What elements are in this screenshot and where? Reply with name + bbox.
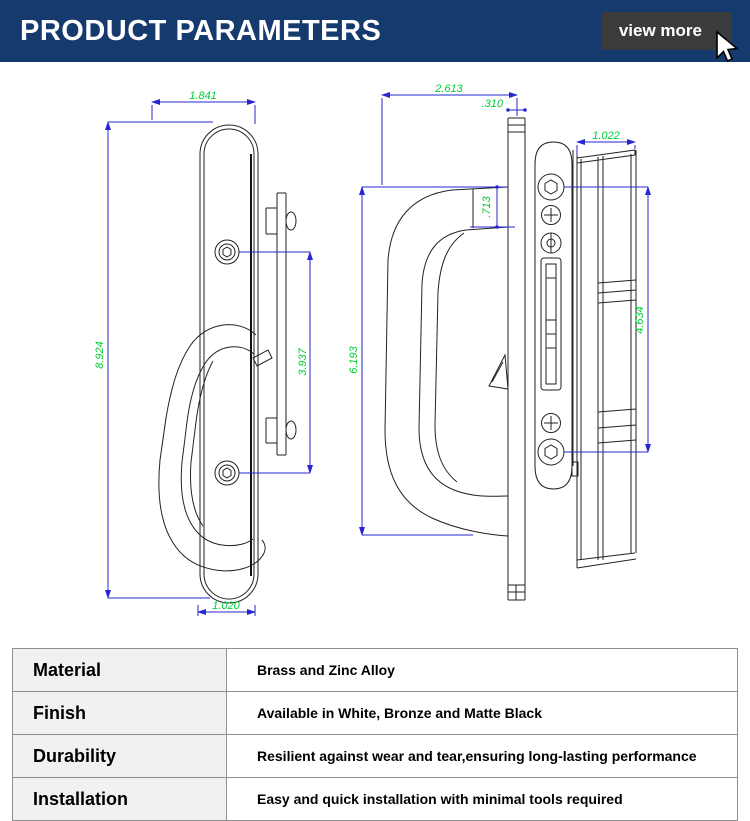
spec-table: Material Brass and Zinc Alloy Finish Ava… — [12, 648, 738, 821]
spec-label: Durability — [12, 734, 227, 778]
spec-label: Material — [12, 648, 227, 692]
dim-profile-top-width: 2.613 — [434, 83, 463, 95]
spec-value: Easy and quick installation with minimal… — [226, 777, 738, 821]
dim-handle-top-width: 1.841 — [189, 90, 217, 102]
technical-drawing: 1.841 8.924 3.937 1.020 — [94, 83, 651, 616]
spec-value: Brass and Zinc Alloy — [226, 648, 738, 692]
spec-label: Finish — [12, 691, 227, 735]
dim-arm-thickness: .713 — [481, 195, 493, 217]
dim-profile-height: 6.193 — [348, 345, 360, 373]
table-row: Material Brass and Zinc Alloy — [12, 648, 738, 692]
page-title: PRODUCT PARAMETERS — [20, 14, 382, 47]
header: PRODUCT PARAMETERS view more — [0, 0, 750, 63]
spec-value: Available in White, Bronze and Matte Bla… — [226, 691, 738, 735]
cursor-icon — [716, 30, 739, 63]
table-row: Installation Easy and quick installation… — [12, 777, 738, 821]
spec-value: Resilient against wear and tear,ensuring… — [226, 734, 738, 778]
dim-keeper-top-width: 1.022 — [592, 130, 620, 142]
dim-handle-height: 8.924 — [94, 341, 106, 369]
dim-keeper-screw-spacing: 4.634 — [634, 306, 646, 334]
dim-stile-thickness: .310 — [482, 98, 504, 110]
dim-handle-screw-spacing: 3.937 — [297, 347, 309, 375]
keeper-plate-view: 1.022 4.634 — [564, 130, 651, 569]
view-more-button[interactable]: view more — [600, 12, 739, 63]
spec-label: Installation — [12, 777, 227, 821]
drawing-area: 1.841 8.924 3.937 1.020 — [0, 62, 750, 642]
table-row: Finish Available in White, Bronze and Ma… — [12, 691, 738, 735]
table-row: Durability Resilient against wear and te… — [12, 734, 738, 778]
handle-side-view: 1.841 8.924 3.937 1.020 — [94, 90, 313, 616]
view-more-label: view more — [618, 21, 702, 40]
dim-handle-bottom-width: 1.020 — [212, 600, 240, 612]
handle-profile-view: 2.613 .310 .713 6.193 — [348, 83, 578, 601]
